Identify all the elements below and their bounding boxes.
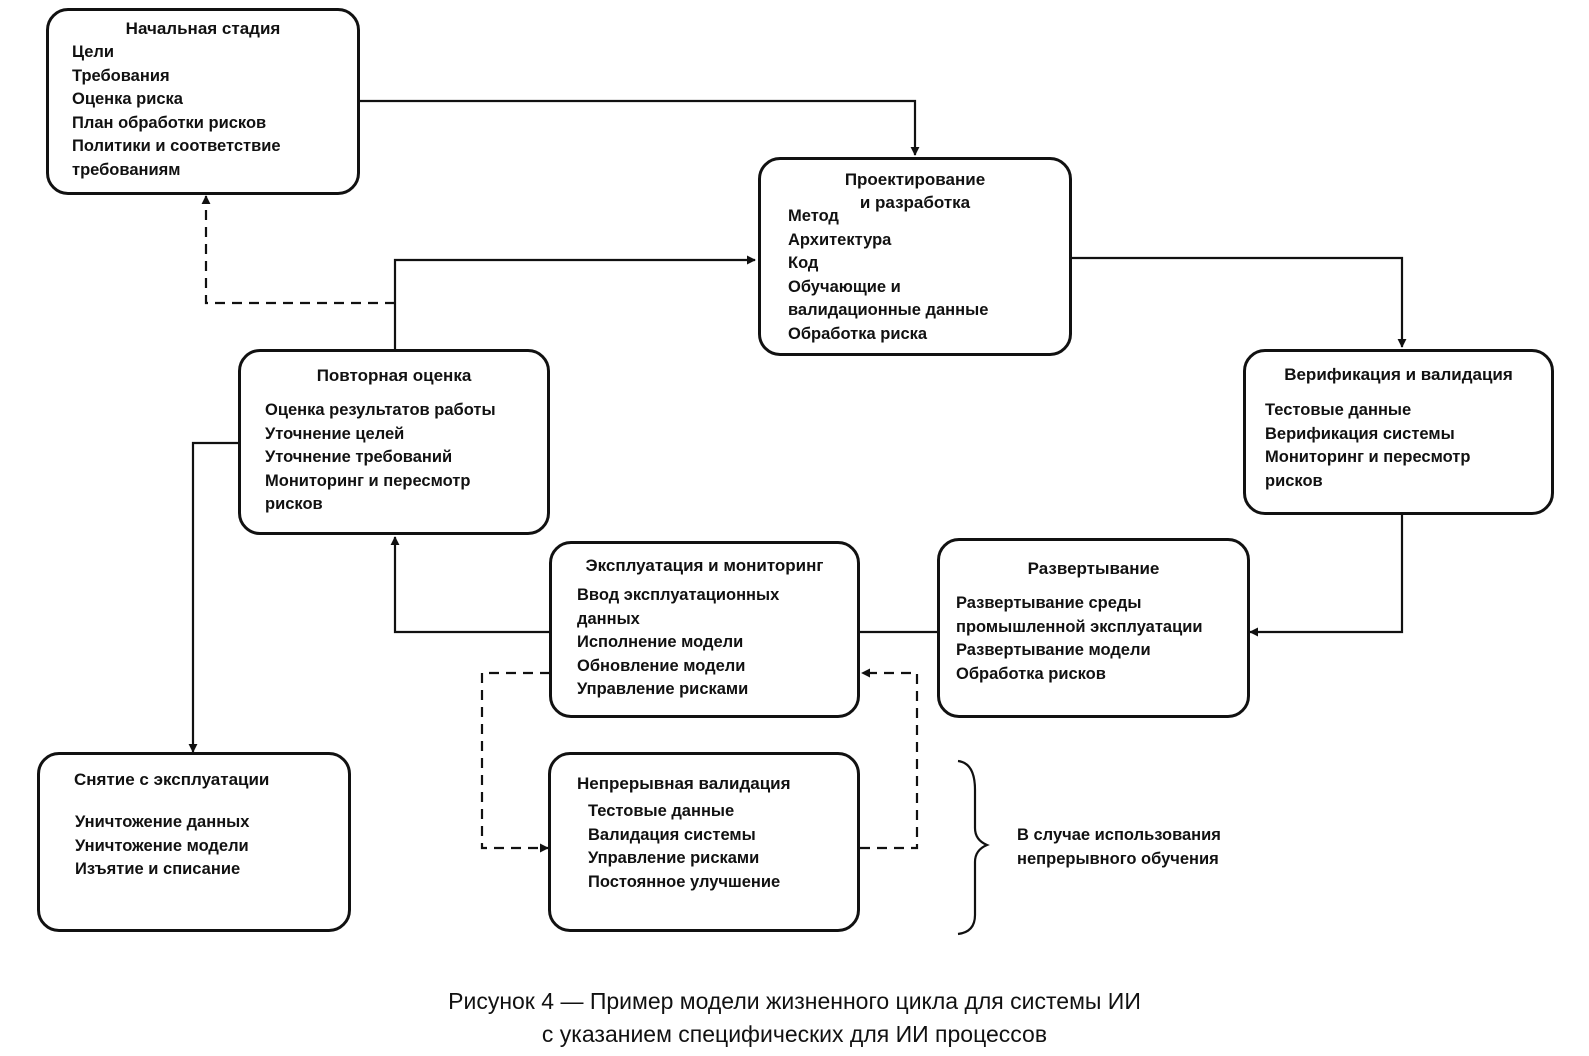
box-design-development: Проектирование и разработка Метод Архите…	[758, 157, 1072, 356]
caption-line: с указанием специфических для ИИ процесс…	[541, 1021, 1048, 1047]
dashed-arrow-reassessment-to-initial	[201, 195, 395, 305]
box-initial-stage-title: Начальная стадия	[125, 19, 281, 38]
note-line: В случае использования	[1017, 826, 1221, 844]
list-item: Мониторинг и пересмотр	[265, 471, 471, 490]
caption-line: Рисунок 4 — Пример модели жизненного цик…	[448, 988, 1141, 1014]
box-operation-monitoring: Эксплуатация и мониторинг Ввод эксплуата…	[549, 541, 860, 718]
arrow-operation-to-reassessment	[390, 536, 550, 634]
list-item: Тестовые данные	[1265, 401, 1412, 419]
list-item: Управление рисками	[577, 680, 749, 699]
box-retirement-title: Снятие с эксплуатации	[74, 770, 270, 789]
box-verification-validation-items: Тестовые данные Верификация системы Мони…	[1265, 399, 1470, 493]
list-item: Тестовые данные	[588, 802, 735, 820]
list-item: Уничтожение данных	[75, 813, 250, 831]
arrow-verification-to-deployment	[1249, 514, 1404, 637]
list-item: Верификация системы	[1265, 424, 1455, 443]
box-reassessment: Повторная оценка Оценка результатов рабо…	[238, 349, 550, 535]
box-verification-validation: Верификация и валидация Тестовые данные …	[1243, 349, 1554, 515]
list-item: валидационные данные	[788, 301, 989, 320]
list-item: Требования	[72, 66, 170, 85]
continuous-learning-note: В случае использования непрерывного обуч…	[1017, 823, 1221, 871]
dashed-arrow-validation-to-operation	[860, 668, 919, 850]
brace	[957, 759, 990, 936]
list-item: Управление рисками	[588, 849, 760, 868]
list-item: Исполнение модели	[577, 633, 744, 652]
title-line: Проектирование	[844, 170, 986, 189]
dashed-arrow-operation-to-validation	[480, 671, 550, 853]
list-item: Обработка рисков	[956, 664, 1106, 683]
box-operation-monitoring-items: Ввод эксплуатационных данных Исполнение …	[577, 584, 779, 702]
list-item: Обработка риска	[788, 324, 928, 343]
box-retirement-items: Уничтожение данных Уничтожение модели Из…	[75, 811, 249, 882]
list-item: Код	[788, 254, 819, 273]
box-retirement: Снятие с эксплуатации Уничтожение данных…	[37, 752, 351, 932]
list-item: Цели	[72, 43, 115, 61]
list-item: Обучающие и	[788, 277, 901, 296]
box-operation-monitoring-title: Эксплуатация и мониторинг	[585, 556, 824, 575]
list-item: Уточнение требований	[265, 448, 453, 467]
box-continuous-validation-title: Непрерывная валидация	[577, 774, 791, 793]
list-item: Уточнение целей	[265, 424, 405, 443]
box-deployment: Развертывание Развертывание среды промыш…	[937, 538, 1250, 718]
box-deployment-items: Развертывание среды промышленной эксплуа…	[956, 592, 1203, 686]
figure-caption: Рисунок 4 — Пример модели жизненного цик…	[0, 985, 1589, 1051]
list-item: Обновление модели	[577, 656, 746, 675]
arrow-design-to-verification	[1072, 256, 1407, 348]
note-line: непрерывного обучения	[1017, 850, 1219, 868]
list-item: Развертывание среды	[956, 594, 1142, 612]
list-item: Архитектура	[788, 230, 892, 249]
list-item: данных	[577, 609, 640, 628]
list-item: Развертывание модели	[956, 641, 1151, 660]
arrow-reassessment-to-design	[393, 255, 756, 352]
list-item: Политики и соответствие	[72, 137, 281, 156]
list-item: План обработки рисков	[72, 113, 267, 132]
list-item: рисков	[265, 495, 323, 514]
box-initial-stage: Начальная стадия Цели Требования Оценка …	[46, 8, 360, 195]
list-item: Мониторинг и пересмотр	[1265, 448, 1471, 467]
box-reassessment-title: Повторная оценка	[316, 366, 472, 385]
box-continuous-validation: Непрерывная валидация Тестовые данные Ва…	[548, 752, 860, 932]
list-item: Уничтожение модели	[75, 836, 249, 855]
list-item: Метод	[788, 207, 839, 225]
list-item: Постоянное улучшение	[588, 872, 781, 891]
box-deployment-title: Развертывание	[1027, 559, 1160, 578]
box-design-development-items: Метод Архитектура Код Обучающие и валида…	[788, 205, 988, 347]
list-item: Валидация системы	[588, 825, 756, 844]
box-verification-validation-title: Верификация и валидация	[1284, 365, 1513, 384]
box-continuous-validation-items: Тестовые данные Валидация системы Управл…	[588, 800, 780, 894]
arrow-initial-to-design	[360, 99, 920, 156]
list-item: требованиям	[72, 160, 181, 179]
list-item: Изъятие и списание	[75, 860, 241, 879]
list-item: Оценка результатов работы	[265, 401, 496, 419]
box-initial-stage-items: Цели Требования Оценка риска План обрабо…	[72, 41, 281, 183]
list-item: промышленной эксплуатации	[956, 617, 1203, 636]
list-item: Оценка риска	[72, 90, 183, 109]
box-design-development-title: Проектирование и разработка	[761, 168, 1069, 214]
title-line: и разработка	[859, 193, 971, 212]
arrow-reassessment-to-retirement	[188, 441, 238, 753]
box-reassessment-items: Оценка результатов работы Уточнение целе…	[265, 399, 496, 517]
list-item: Ввод эксплуатационных	[577, 586, 780, 604]
list-item: рисков	[1265, 471, 1323, 490]
